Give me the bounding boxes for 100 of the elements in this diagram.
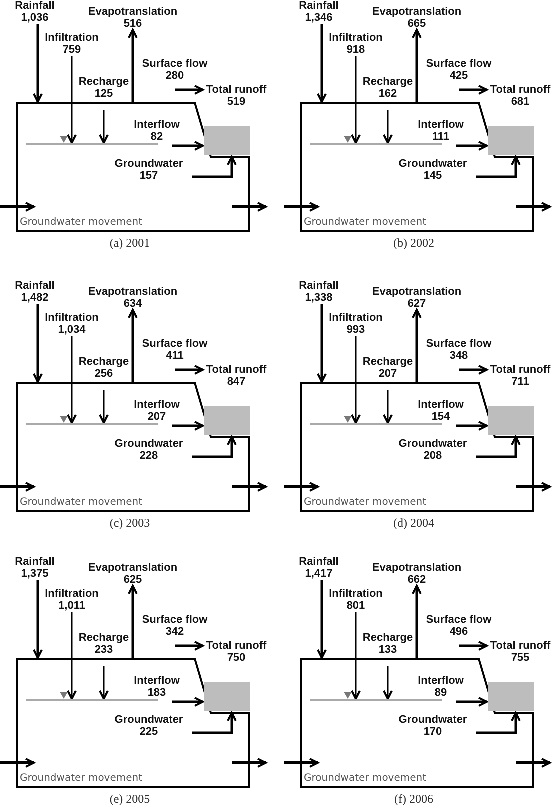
flow-name: Infiltration bbox=[44, 32, 100, 44]
flow-name: Evapotranslation bbox=[87, 286, 179, 298]
flow-value: 625 bbox=[122, 574, 144, 586]
flow-label: Surface flow 348 bbox=[425, 338, 493, 362]
flow-label: Recharge 162 bbox=[362, 76, 414, 100]
flow-arrow bbox=[317, 24, 327, 103]
flow-name: Infiltration bbox=[328, 312, 384, 324]
flow-label: Recharge 256 bbox=[78, 356, 130, 380]
flow-label: Groundwater 208 bbox=[398, 438, 468, 462]
flow-value: 918 bbox=[346, 44, 366, 56]
flow-name: Total runoff bbox=[489, 364, 552, 376]
flow-value: 681 bbox=[510, 96, 531, 108]
flow-name: Infiltration bbox=[328, 588, 384, 600]
flow-label: Groundwater 170 bbox=[398, 714, 468, 738]
flow-label: Interflow 82 bbox=[133, 119, 181, 143]
flow-value: 1,036 bbox=[20, 12, 50, 24]
flow-label: Groundwater 157 bbox=[114, 158, 184, 182]
flow-label: Recharge 207 bbox=[362, 356, 414, 380]
flow-value: 516 bbox=[122, 18, 144, 30]
flow-value: 1,417 bbox=[304, 568, 334, 580]
flow-arrow bbox=[192, 712, 237, 734]
flow-name: Infiltration bbox=[44, 588, 100, 600]
flow-value: 711 bbox=[510, 376, 530, 388]
flow-name: Rainfall bbox=[298, 0, 340, 12]
flow-name: Evapotranslation bbox=[371, 6, 463, 18]
flow-arrow bbox=[476, 436, 521, 458]
flow-label: Groundwater 228 bbox=[114, 438, 184, 462]
water-table-line bbox=[26, 423, 158, 425]
flow-arrow bbox=[456, 421, 488, 431]
flow-name: Rainfall bbox=[14, 0, 56, 12]
flow-value: 1,346 bbox=[304, 12, 334, 24]
panel-caption: (e) 2005 bbox=[108, 792, 152, 806]
flow-value: 755 bbox=[510, 652, 531, 664]
flow-arrow bbox=[99, 390, 109, 424]
flow-arrow bbox=[412, 309, 422, 382]
flow-label: Interflow 89 bbox=[417, 675, 465, 699]
flow-arrow bbox=[128, 309, 138, 382]
flow-label: Interflow 207 bbox=[133, 399, 181, 423]
flow-arrow bbox=[351, 612, 361, 700]
flow-arrow bbox=[175, 365, 204, 375]
flow-label: Surface flow 425 bbox=[425, 58, 493, 82]
flow-arrow bbox=[67, 56, 77, 144]
flow-arrow bbox=[383, 390, 393, 424]
flow-value: 665 bbox=[406, 18, 428, 30]
water-table-line bbox=[310, 423, 442, 425]
flow-name: Infiltration bbox=[44, 312, 100, 324]
flow-arrow bbox=[383, 666, 393, 700]
flow-label: Interflow 183 bbox=[133, 675, 181, 699]
flow-label: Interflow 111 bbox=[417, 119, 465, 143]
flow-arrow bbox=[476, 712, 521, 734]
flow-arrow bbox=[456, 697, 488, 707]
flow-arrow bbox=[476, 156, 521, 178]
flow-value: 993 bbox=[346, 324, 366, 336]
region-label: Groundwater movement bbox=[304, 497, 427, 508]
flow-label: Groundwater 145 bbox=[398, 158, 468, 182]
flow-name: Evapotranslation bbox=[87, 562, 179, 574]
flow-value: 1,482 bbox=[20, 292, 50, 304]
flow-arrow bbox=[192, 436, 237, 458]
panel-caption: (d) 2004 bbox=[392, 516, 436, 530]
flow-arrow bbox=[175, 85, 204, 95]
flow-arrow bbox=[33, 304, 43, 383]
panel-caption: (a) 2001 bbox=[108, 236, 152, 250]
flow-arrow bbox=[317, 580, 327, 659]
flow-arrow bbox=[383, 110, 393, 144]
flow-arrow bbox=[33, 580, 43, 659]
flow-arrow bbox=[175, 641, 204, 651]
flow-name: Rainfall bbox=[298, 280, 340, 292]
flow-value: 1,011 bbox=[58, 600, 86, 612]
flow-name: Rainfall bbox=[298, 556, 340, 568]
panel-caption: (b) 2002 bbox=[392, 236, 436, 250]
flow-arrow bbox=[317, 304, 327, 383]
flow-arrow bbox=[67, 612, 77, 700]
region-label: Groundwater movement bbox=[20, 217, 143, 228]
water-table-line bbox=[310, 699, 442, 701]
flow-arrow bbox=[128, 29, 138, 102]
flow-name: Rainfall bbox=[14, 280, 56, 292]
flow-label: Surface flow 411 bbox=[141, 338, 209, 362]
flow-value: 750 bbox=[226, 652, 247, 664]
flow-arrow bbox=[172, 141, 204, 151]
flow-label: Surface flow 342 bbox=[141, 614, 209, 638]
region-label: Groundwater movement bbox=[304, 217, 427, 228]
flow-label: Recharge 233 bbox=[78, 632, 130, 656]
flow-arrow bbox=[412, 29, 422, 102]
flow-label: Surface flow 496 bbox=[425, 614, 493, 638]
flow-arrow bbox=[67, 336, 77, 424]
flow-arrow bbox=[128, 585, 138, 658]
flow-value: 627 bbox=[406, 298, 428, 310]
flow-arrow bbox=[172, 421, 204, 431]
flow-arrow bbox=[99, 666, 109, 700]
flow-name: Total runoff bbox=[205, 84, 268, 96]
region-label: Groundwater movement bbox=[304, 773, 427, 784]
flow-name: Total runoff bbox=[489, 640, 552, 652]
flow-name: Total runoff bbox=[489, 84, 552, 96]
flow-arrow bbox=[456, 141, 488, 151]
flow-arrow bbox=[351, 56, 361, 144]
flow-label: Surface flow 280 bbox=[141, 58, 209, 82]
panel-caption: (f) 2006 bbox=[394, 792, 434, 806]
flow-value: 801 bbox=[346, 600, 366, 612]
flow-name: Infiltration bbox=[328, 32, 384, 44]
flow-arrow bbox=[412, 585, 422, 658]
